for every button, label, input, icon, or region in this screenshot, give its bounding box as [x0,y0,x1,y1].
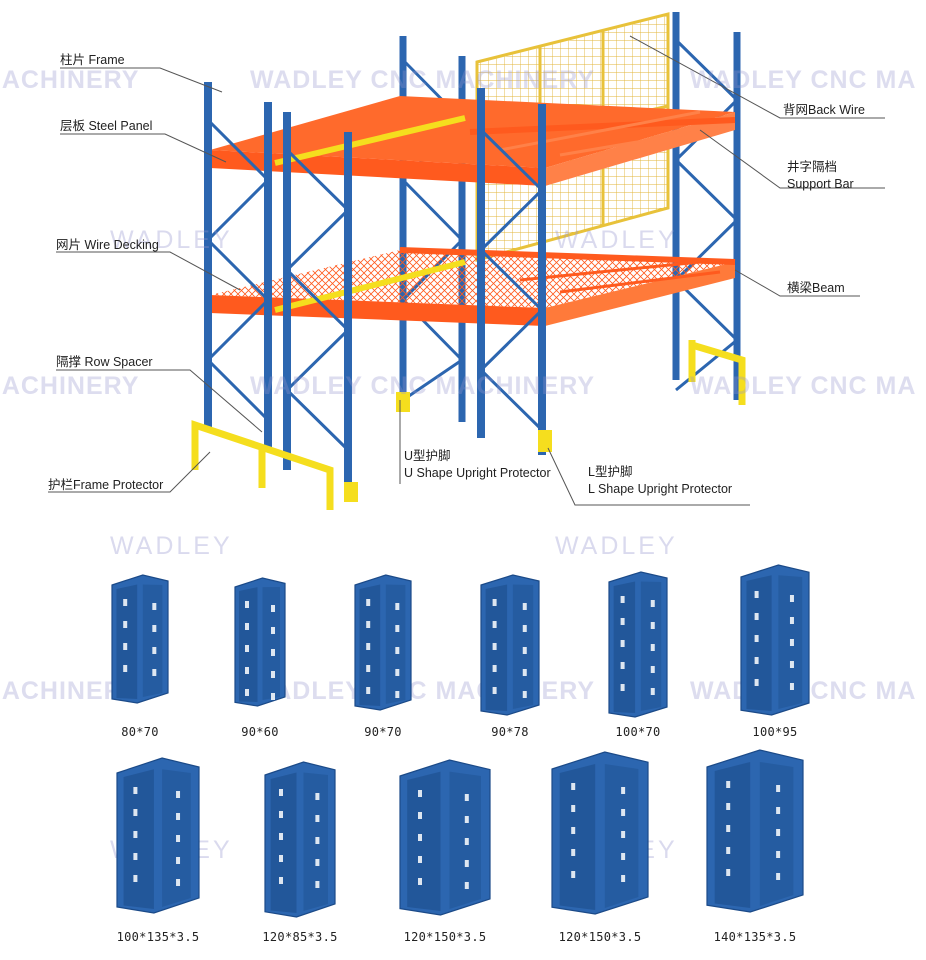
frame-protector [195,425,330,510]
label-steel-panel: 层板 Steel Panel [60,119,152,133]
watermark-text: WADLEY CNC MA [690,66,916,95]
upright-profile [102,565,178,713]
watermark-text: MACHINERY [0,372,139,401]
watermark-brand: WADLEY [110,532,233,561]
label-back-wire: 背网Back Wire [783,103,865,117]
label-frame: 柱片 Frame [60,53,125,67]
upright-size-label: 90*60 [241,725,279,739]
u-shape-protector [396,392,552,452]
upright-size-label: 90*78 [491,725,529,739]
upright-profile [255,752,345,927]
label-frame-protector: 护栏Frame Protector [48,478,163,492]
upright-profile [390,750,500,925]
upright-size-label: 80*70 [121,725,159,739]
label-u-protector-en: U Shape Upright Protector [404,466,551,480]
upright-size-label: 140*135*3.5 [714,930,797,944]
label-beam: 横梁Beam [787,281,845,295]
upright-size-label: 120*85*3.5 [262,930,337,944]
label-support-bar-en: Support Bar [787,177,854,191]
label-l-protector-en: L Shape Upright Protector [588,482,732,496]
upright-size-label: 100*70 [615,725,660,739]
upright-profile [471,565,549,725]
label-l-protector-cn: L型护脚 [588,465,632,479]
watermark-text: MACHINERY [0,66,139,95]
label-u-protector-cn: U型护脚 [404,449,451,463]
upright-profile [697,740,813,922]
watermark-brand: WADLEY [555,532,678,561]
upright-profile [542,742,658,924]
upright-size-label: 120*150*3.5 [404,930,487,944]
label-wire-decking: 网片 Wire Decking [56,238,159,252]
watermark-text: WADLEY CNC MA [690,372,916,401]
label-support-bar-cn: 井字隔档 [787,160,837,174]
upright-profile [107,748,209,923]
upright-size-label: 90*70 [364,725,402,739]
upright-size-label: 100*135*3.5 [117,930,200,944]
watermark-brand: WADLEY [555,226,678,255]
upright-size-label: 120*150*3.5 [559,930,642,944]
upright-profile [599,562,677,727]
label-row-spacer: 隔撑 Row Spacer [56,355,153,369]
upright-profile [345,565,421,720]
upright-profile [731,555,819,725]
watermark-text: WADLEY CNC MACHINERY [250,66,595,95]
watermark-text: WADLEY CNC MACHINERY [250,372,595,401]
upright-size-label: 100*95 [752,725,797,739]
upright-profile [225,568,295,716]
